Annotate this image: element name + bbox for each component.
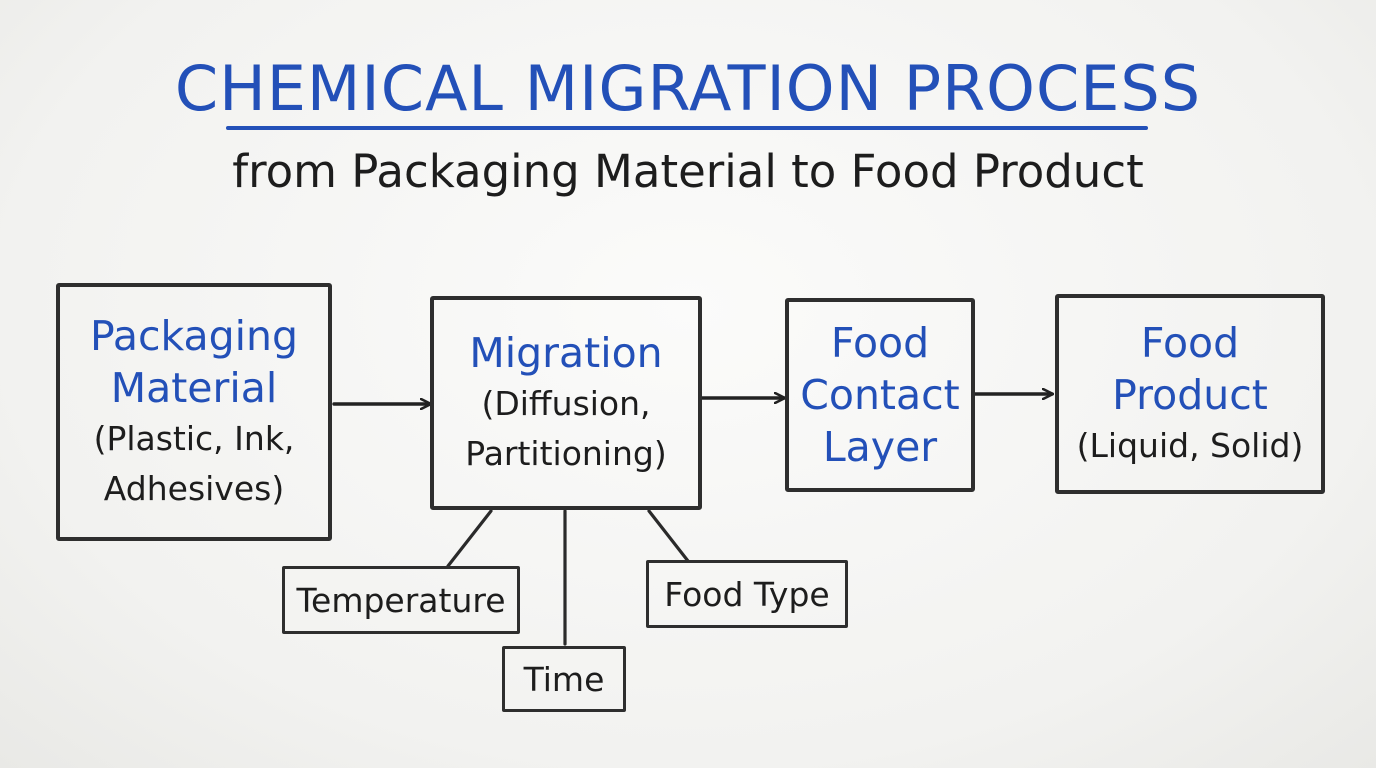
stage-food-contact-layer-heading-line-1: Food	[830, 319, 930, 367]
stage-food-product-heading-line-1: Food	[1140, 319, 1240, 367]
stage-food-contact-layer: Food Contact Layer	[785, 298, 975, 492]
stage-food-product-heading-line-2: Product	[1112, 371, 1268, 419]
stage-food-product: Food Product (Liquid, Solid)	[1055, 294, 1325, 494]
factor-temperature: Temperature	[282, 566, 520, 634]
line-migration-to-temperature	[446, 509, 493, 568]
stage-packaging-material-detail-line-1: (Plastic, Ink,	[93, 419, 295, 458]
stage-packaging-material: Packaging Material (Plastic, Ink, Adhesi…	[56, 283, 332, 541]
stage-food-contact-layer-heading-line-2: Contact	[800, 371, 960, 419]
stage-packaging-material-heading-line-1: Packaging	[89, 312, 299, 360]
stage-migration-detail-line-2: Partitioning)	[465, 434, 667, 473]
factor-time: Time	[502, 646, 626, 712]
stage-packaging-material-heading-line-2: Material	[110, 364, 278, 412]
stage-migration-heading: Migration	[469, 329, 663, 377]
diagram-subtitle: from Packaging Material to Food Product	[232, 145, 1144, 198]
stage-migration-detail-line-1: (Diffusion,	[481, 384, 651, 423]
title-underline	[226, 126, 1148, 130]
stage-migration: Migration (Diffusion, Partitioning)	[430, 296, 702, 510]
factor-food-type: Food Type	[646, 560, 848, 628]
diagram-title: CHEMICAL MIGRATION PROCESS	[174, 52, 1202, 125]
stage-food-product-detail: (Liquid, Solid)	[1076, 426, 1304, 465]
line-migration-to-food-type	[647, 509, 690, 563]
stage-food-contact-layer-heading-line-3: Layer	[822, 423, 938, 471]
stage-packaging-material-detail-line-2: Adhesives)	[103, 469, 285, 508]
